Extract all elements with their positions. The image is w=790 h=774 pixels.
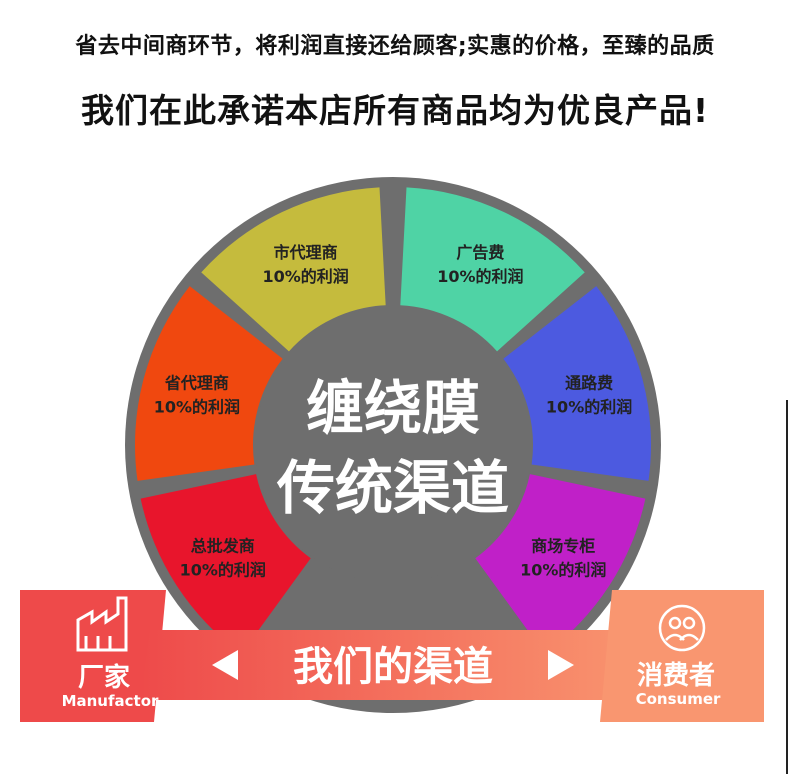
banner-right-block <box>600 590 764 722</box>
wheel-segment-1 <box>140 474 311 654</box>
segment-profit: 10%的利润 <box>546 397 632 416</box>
manufacturer-label-en: Manufactor <box>62 692 159 710</box>
edge-divider <box>786 400 788 774</box>
segment-profit: 10%的利润 <box>437 267 523 286</box>
segment-title: 市代理商 <box>274 243 338 262</box>
segment-title: 广告费 <box>456 243 504 262</box>
segment-profit: 10%的利润 <box>520 561 606 580</box>
center-title-line2: 传统渠道 <box>276 454 509 522</box>
center-title-line1: 缠绕膜 <box>306 374 480 442</box>
arrow-left-icon <box>212 650 238 680</box>
headline-line1: 省去中间商环节，将利润直接还给顾客;实惠的价格，至臻的品质 <box>75 34 715 59</box>
banner-left-block <box>20 590 166 722</box>
segment-profit: 10%的利润 <box>180 561 266 580</box>
banner-title: 我们的渠道 <box>293 644 493 690</box>
wheel-segment-2 <box>135 286 283 481</box>
people-icon <box>658 604 706 652</box>
channel-banner: 我们的渠道 厂家 Manufactor 消费者 Consumer <box>20 590 764 722</box>
wheel-segment-6 <box>475 474 646 654</box>
segment-title: 省代理商 <box>164 373 229 392</box>
segment-title: 总批发商 <box>191 537 255 556</box>
wheel-segment-5 <box>503 286 651 481</box>
banner-middle-strip <box>140 630 650 700</box>
factory-icon <box>76 596 128 652</box>
wheel-segment-4 <box>400 187 585 352</box>
segment-title: 商场专柜 <box>531 537 595 556</box>
wheel-hub <box>255 307 531 583</box>
consumer-label: 消费者 <box>637 661 715 691</box>
segment-profit: 10%的利润 <box>262 267 348 286</box>
segment-title: 通路费 <box>565 373 613 392</box>
consumer-label-en: Consumer <box>636 690 721 708</box>
segment-profit: 10%的利润 <box>154 397 240 416</box>
wheel-segment-3 <box>201 187 386 352</box>
headline-line2: 我们在此承诺本店所有商品均为优良产品! <box>80 91 710 130</box>
manufacturer-label: 厂家 <box>78 662 130 693</box>
arrow-right-icon <box>548 650 574 680</box>
